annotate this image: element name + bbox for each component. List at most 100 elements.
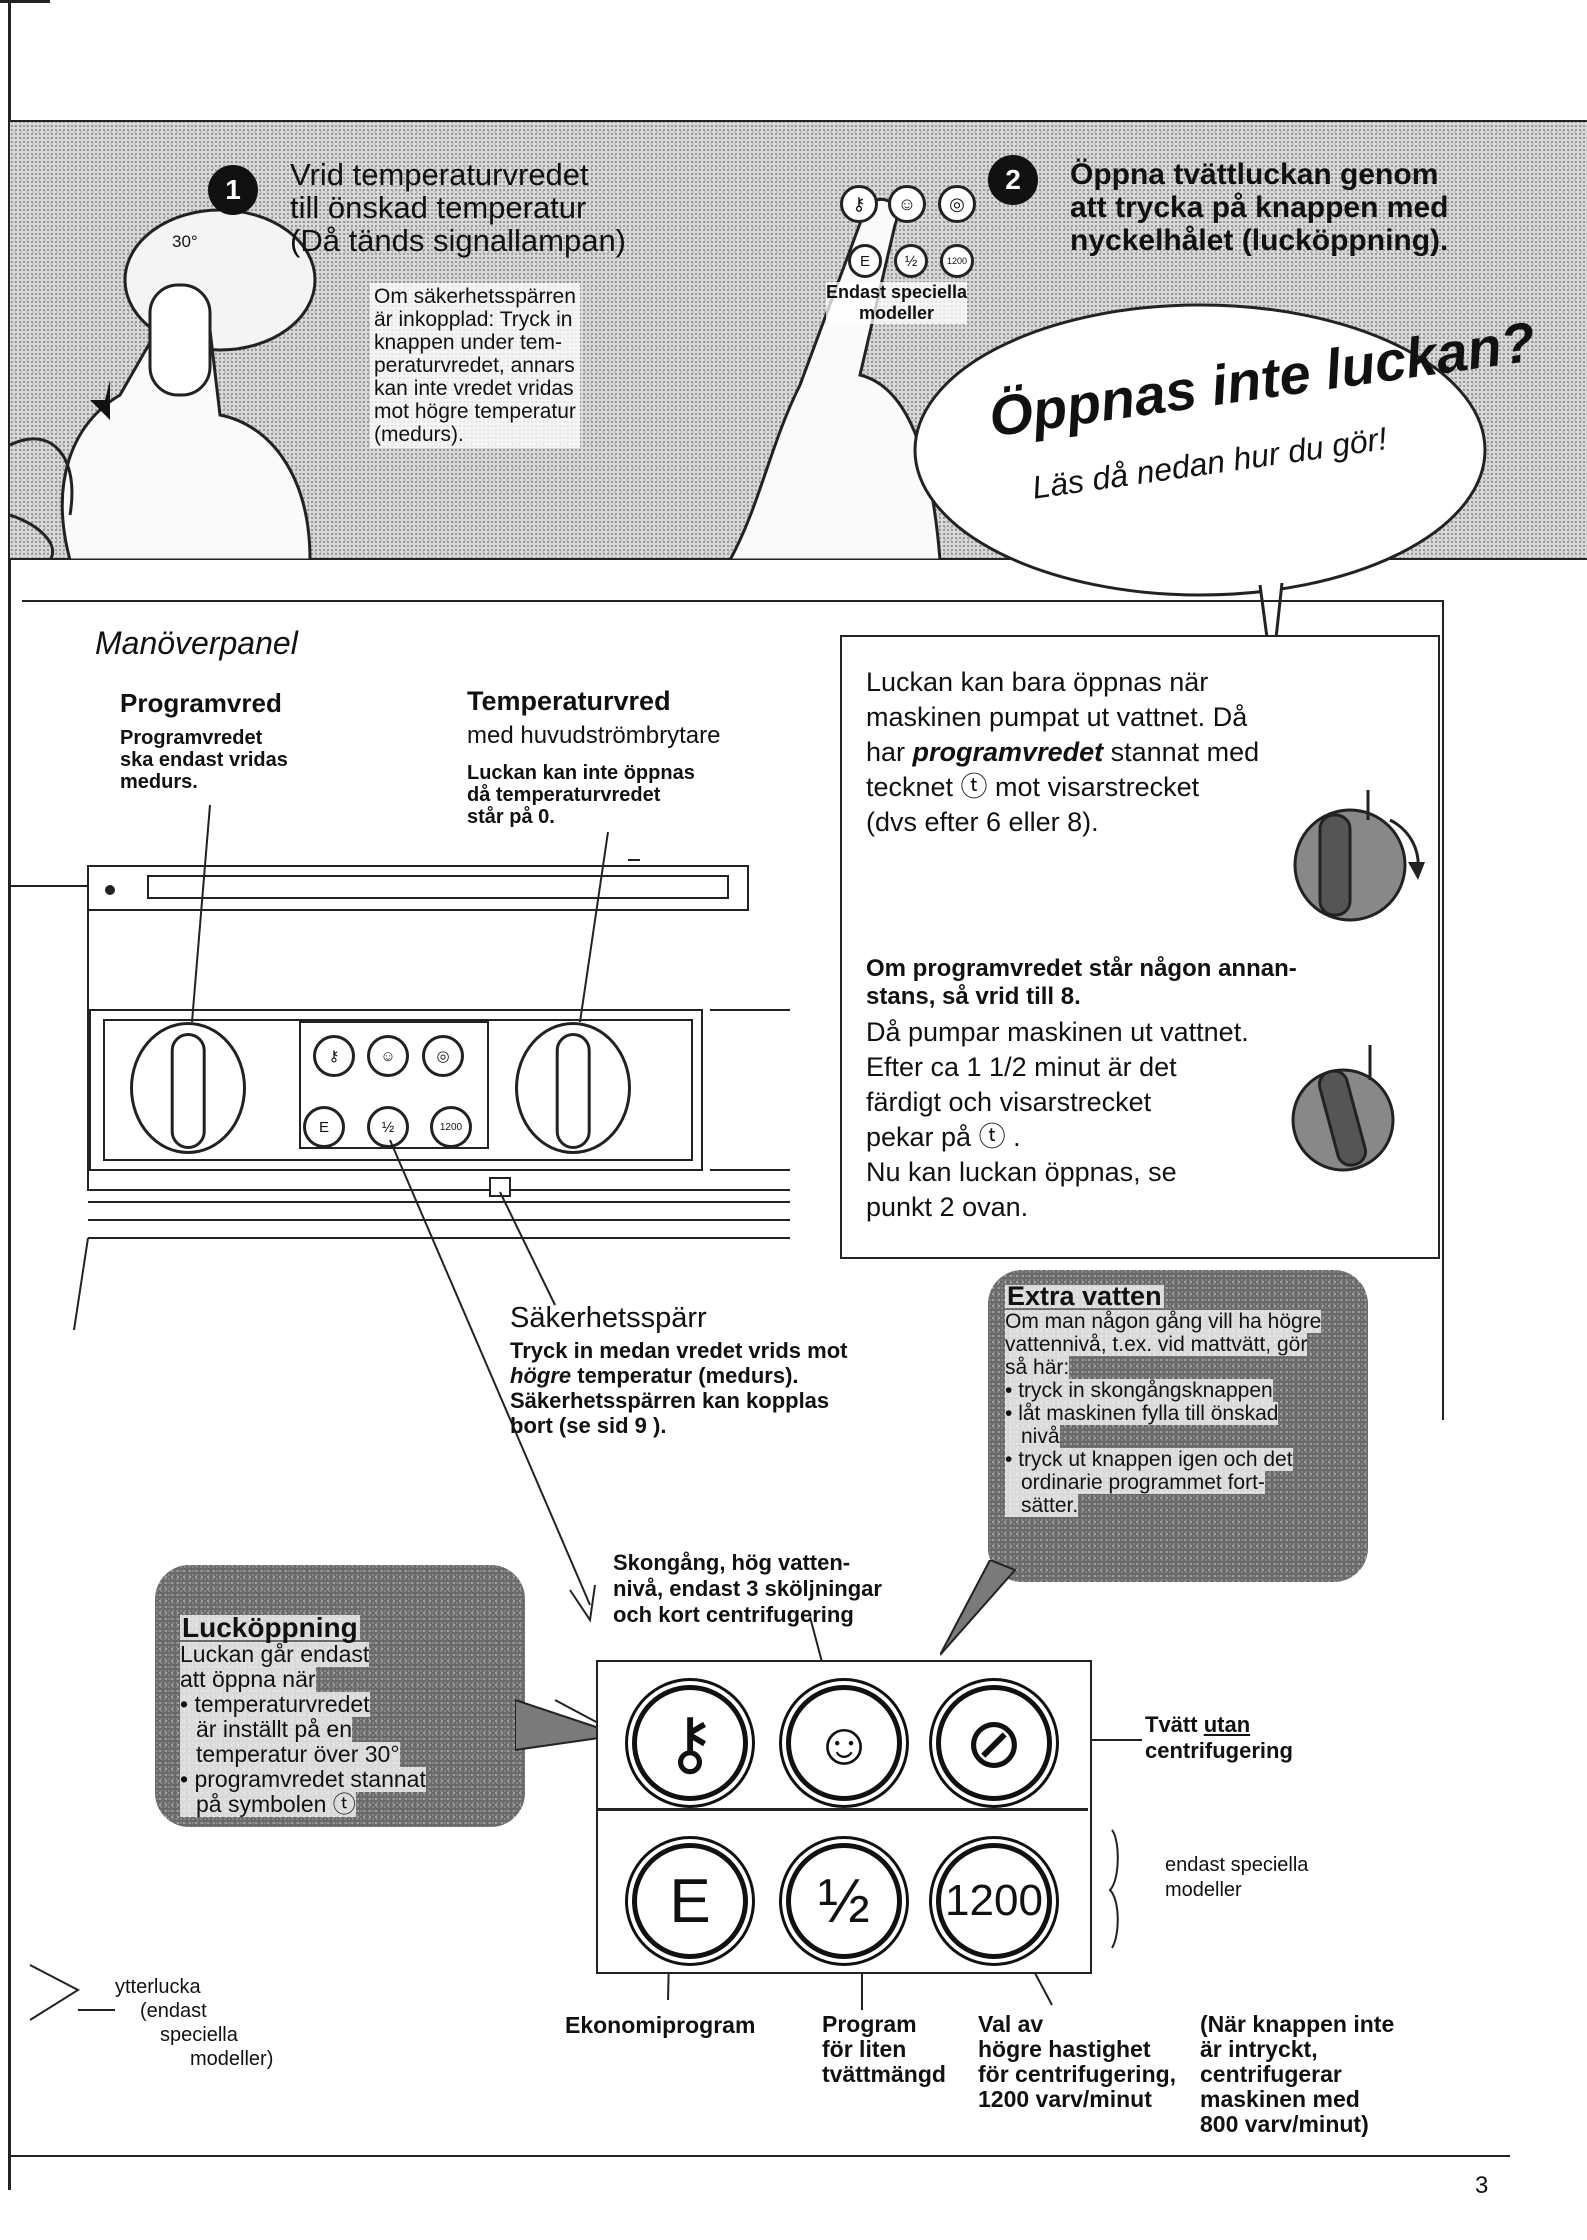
extra-bullet: • tryck ut knappen igen och det xyxy=(1005,1448,1293,1471)
safety-line: Säkerhetsspärren kan kopplas xyxy=(510,1388,847,1413)
button-panel-divider xyxy=(598,1808,1088,1811)
outer-door-line: modeller) xyxy=(115,2047,285,2071)
extra-line: så här: xyxy=(1005,1356,1069,1379)
half-load-button[interactable]: ½ xyxy=(786,1843,902,1959)
no-spin-button[interactable]: ⊘ xyxy=(936,1685,1052,1801)
high-spin-line: högre hastighet xyxy=(978,2037,1176,2062)
default-spin-line: centrifugerar xyxy=(1200,2062,1394,2087)
door-open-button[interactable]: ⚷ xyxy=(632,1685,748,1801)
extra-bullet-cont: nivå xyxy=(1005,1425,1060,1448)
door-opening-text: Lucköppning Luckan går endast att öppna … xyxy=(180,1615,426,1817)
extra-bullet-cont: sätter. xyxy=(1005,1494,1078,1517)
high-spin-line: för centrifugering, xyxy=(978,2062,1176,2087)
half-load-line: tvättmängd xyxy=(822,2062,946,2087)
high-spin-button[interactable]: 1200 xyxy=(936,1843,1052,1959)
luck-bullet-cont: temperatur över 30° xyxy=(180,1742,400,1767)
info-text-1: Luckan kan bara öppnas när maskinen pump… xyxy=(866,665,1259,840)
info-bold-line: stans, så vrid till 8. xyxy=(866,983,1297,1011)
keyhole-icon: ⚷ xyxy=(664,1702,715,1784)
outer-door-line: ytterlucka xyxy=(115,1975,285,1999)
info-line-post: stannat med xyxy=(1103,737,1259,767)
bottom-rule xyxy=(10,2155,1510,2157)
shoe-cycle-button[interactable]: ☺ xyxy=(786,1685,902,1801)
safety-line-post: temperatur (medurs). xyxy=(571,1363,798,1388)
info-line: Då pumpar maskinen ut vattnet. xyxy=(866,1015,1249,1050)
no-spin-label-line: Tvätt utan xyxy=(1145,1712,1293,1738)
default-spin-line: 800 varv/minut) xyxy=(1200,2112,1394,2137)
default-spin-note: (När knappen inte är intryckt, centrifug… xyxy=(1200,2012,1394,2137)
economy-label: Ekonomiprogram xyxy=(565,2012,755,2039)
extra-water-text: Extra vatten Om man någon gång vill ha h… xyxy=(1005,1285,1321,1517)
special-models-line: modeller xyxy=(1165,1878,1308,1903)
default-spin-line: är intryckt, xyxy=(1200,2037,1394,2062)
no-spin-label-pre: Tvätt xyxy=(1145,1712,1204,1737)
info-bold-line: Om programvredet står någon annan- xyxy=(866,955,1297,983)
extra-bullet-line: låt maskinen fylla till önskad xyxy=(1018,1402,1278,1425)
high-spin-line: 1200 varv/minut xyxy=(978,2087,1176,2112)
info-line-emphasis: programvredet xyxy=(913,737,1104,767)
info-line-pre: har xyxy=(866,737,913,767)
luck-bullet: • temperaturvredet xyxy=(180,1692,370,1717)
knob-illustration-2 xyxy=(1285,1040,1405,1190)
special-models-label: endast speciella modeller xyxy=(1165,1853,1308,1903)
safety-emphasis: högre xyxy=(510,1363,571,1388)
outer-door-line: speciella xyxy=(115,2023,285,2047)
skongang-line: Skongång, hög vatten- xyxy=(613,1550,882,1576)
luck-bullet-cont: är inställt på en xyxy=(180,1717,352,1742)
extra-water-title: Extra vatten xyxy=(1005,1285,1164,1308)
info-line: har programvredet stannat med xyxy=(866,735,1259,770)
extra-water-pointer xyxy=(940,1560,1020,1660)
default-spin-line: (När knappen inte xyxy=(1200,2012,1394,2037)
info-line: tecknet ⓣ mot visarstrecket xyxy=(866,770,1259,805)
extra-bullet-line: tryck ut knappen igen och det xyxy=(1018,1448,1292,1471)
info-line: pekar på ⓣ . xyxy=(866,1120,1249,1155)
no-spin-label-underline: utan xyxy=(1204,1712,1250,1737)
skongang-line: nivå, endast 3 sköljningar xyxy=(613,1576,882,1602)
extra-bullet: • låt maskinen fylla till önskad xyxy=(1005,1402,1278,1425)
extra-bullet: • tryck in skongångsknappen xyxy=(1005,1379,1273,1402)
skongang-label: Skongång, hög vatten- nivå, endast 3 skö… xyxy=(613,1550,882,1628)
high-spin-line: Val av xyxy=(978,2012,1176,2037)
info-line: Nu kan luckan öppnas, se xyxy=(866,1155,1249,1190)
info-line: Efter ca 1 1/2 minut är det xyxy=(866,1050,1249,1085)
high-spin-label: Val av högre hastighet för centrifugerin… xyxy=(978,2012,1176,2112)
economy-button[interactable]: E xyxy=(632,1843,748,1959)
safety-line: bort (se sid 9 ). xyxy=(510,1413,847,1438)
info-line: punkt 2 ovan. xyxy=(866,1190,1249,1225)
extra-bullet-line: tryck in skongångsknappen xyxy=(1018,1379,1273,1402)
no-spin-label-line: centrifugering xyxy=(1145,1738,1293,1764)
outer-door-line: (endast xyxy=(115,1999,285,2023)
no-spin-label: Tvätt utan centrifugering xyxy=(1145,1712,1293,1764)
extra-line: vattennivå, t.ex. vid mattvätt, gör xyxy=(1005,1333,1307,1356)
info-line: maskinen pumpat ut vattnet. Då xyxy=(866,700,1259,735)
half-load-label: Program för liten tvättmängd xyxy=(822,2012,946,2087)
info-line: färdigt och visarstrecket xyxy=(866,1085,1249,1120)
luck-bullet-line: programvredet stannat xyxy=(194,1766,425,1792)
special-models-line: endast speciella xyxy=(1165,1853,1308,1878)
wave-basin-icon: ☺ xyxy=(813,1709,874,1778)
luck-line: Luckan går endast xyxy=(180,1642,369,1667)
extra-line: Om man någon gång vill ha högre xyxy=(1005,1310,1321,1333)
info-line: (dvs efter 6 eller 8). xyxy=(866,805,1259,840)
door-opening-title: Lucköppning xyxy=(180,1615,360,1640)
half-load-line: för liten xyxy=(822,2037,946,2062)
safety-title: Säkerhetsspärr xyxy=(510,1302,707,1335)
luck-bullet: • programvredet stannat xyxy=(180,1767,426,1792)
luck-bullet-line: temperaturvredet xyxy=(194,1691,369,1717)
luck-bullet-cont: på symbolen ⓣ xyxy=(180,1792,356,1817)
skongang-line: och kort centrifugering xyxy=(613,1602,882,1628)
safety-line: Tryck in medan vredet vrids mot xyxy=(510,1338,847,1363)
extra-bullet-cont: ordinarie programmet fort- xyxy=(1005,1471,1265,1494)
no-spin-icon: ⊘ xyxy=(965,1702,1024,1784)
safety-line: högre temperatur (medurs). xyxy=(510,1363,847,1388)
luck-line: att öppna när xyxy=(180,1667,316,1692)
info-text-2: Då pumpar maskinen ut vattnet. Efter ca … xyxy=(866,1015,1249,1225)
half-load-line: Program xyxy=(822,2012,946,2037)
info-bold-text: Om programvredet står någon annan- stans… xyxy=(866,955,1297,1011)
default-spin-line: maskinen med xyxy=(1200,2087,1394,2112)
knob-illustration-1 xyxy=(1280,790,1430,930)
safety-text: Tryck in medan vredet vrids mot högre te… xyxy=(510,1338,847,1438)
info-line: Luckan kan bara öppnas när xyxy=(866,665,1259,700)
outer-door-label: ytterlucka (endast speciella modeller) xyxy=(115,1975,285,2071)
page-number: 3 xyxy=(1475,2172,1488,2200)
